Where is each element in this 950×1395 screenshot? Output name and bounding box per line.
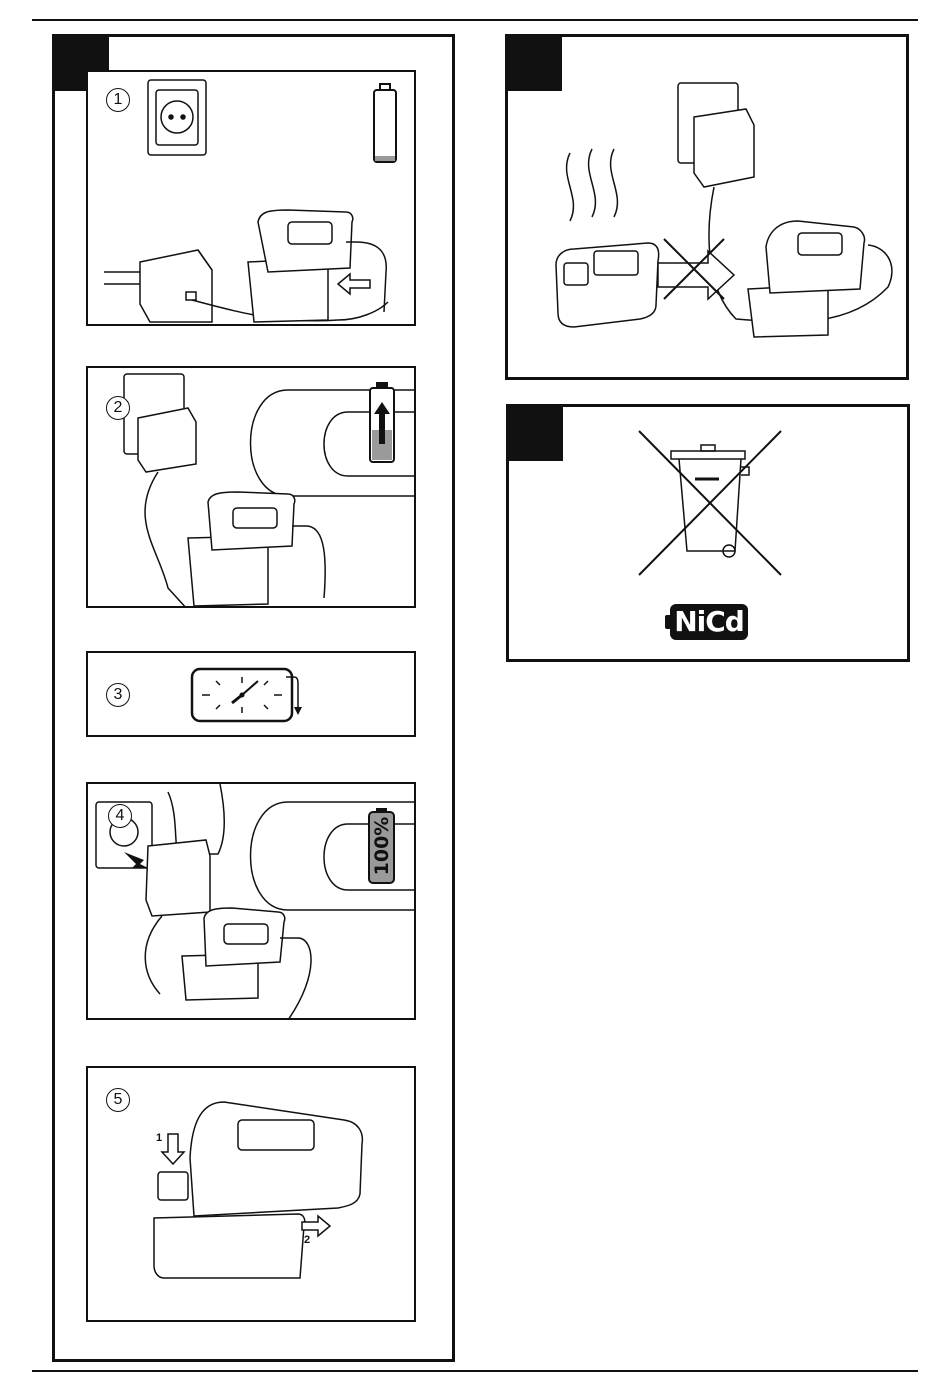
wall-socket-icon <box>148 80 206 155</box>
warning-illustration <box>508 37 906 377</box>
charger-base-with-battery <box>248 210 386 322</box>
step-5-illustration <box>88 1068 416 1322</box>
step-number: 4 <box>108 804 132 828</box>
step-2-illustration <box>88 368 416 608</box>
heat-waves-icon <box>567 149 618 221</box>
insert-arrow-icon <box>338 274 370 294</box>
step-number: 1 <box>106 88 130 112</box>
charger-base-with-battery <box>748 221 865 337</box>
battery-type-badge: NiCd <box>670 604 748 640</box>
step-4-illustration <box>88 784 416 1020</box>
step-5-panel: 5 1 2 <box>86 1066 416 1322</box>
step-4-panel: 4 <box>86 782 416 1020</box>
press-arrow-icon <box>162 1134 184 1164</box>
battery-empty-icon <box>374 84 396 162</box>
incompatible-arrow-icon <box>658 251 734 299</box>
step-3-panel: 3 <box>86 651 416 737</box>
press-arrow-label: 1 <box>156 1132 162 1144</box>
charger-base-with-battery <box>182 908 311 1020</box>
step-1-illustration <box>88 72 416 326</box>
bottom-rule <box>32 1370 918 1372</box>
charger-adapter <box>104 250 212 322</box>
step-number: 3 <box>106 683 130 707</box>
charger-adapter <box>138 408 196 472</box>
battery-full-icon: 100% <box>368 808 395 884</box>
step-2-panel: 2 <box>86 366 416 608</box>
step-1-panel: 1 <box>86 70 416 326</box>
unplug-arrow-icon <box>124 852 148 868</box>
slide-arrow-label: 2 <box>304 1234 310 1246</box>
top-rule <box>32 19 918 21</box>
battery-pack <box>158 1102 362 1216</box>
charger-base <box>154 1214 305 1278</box>
charger-adapter <box>694 109 754 187</box>
clock-icon <box>88 653 416 737</box>
other-battery-pack <box>556 243 659 327</box>
slide-arrow-icon <box>302 1216 330 1236</box>
battery-charging-icon <box>370 382 394 462</box>
charger-adapter <box>146 840 210 916</box>
battery-level-label: 100% <box>371 817 393 876</box>
step-number: 5 <box>106 1088 130 1112</box>
step-number: 2 <box>106 396 130 420</box>
charger-base-with-battery <box>188 492 325 606</box>
warning-frame <box>505 34 909 380</box>
